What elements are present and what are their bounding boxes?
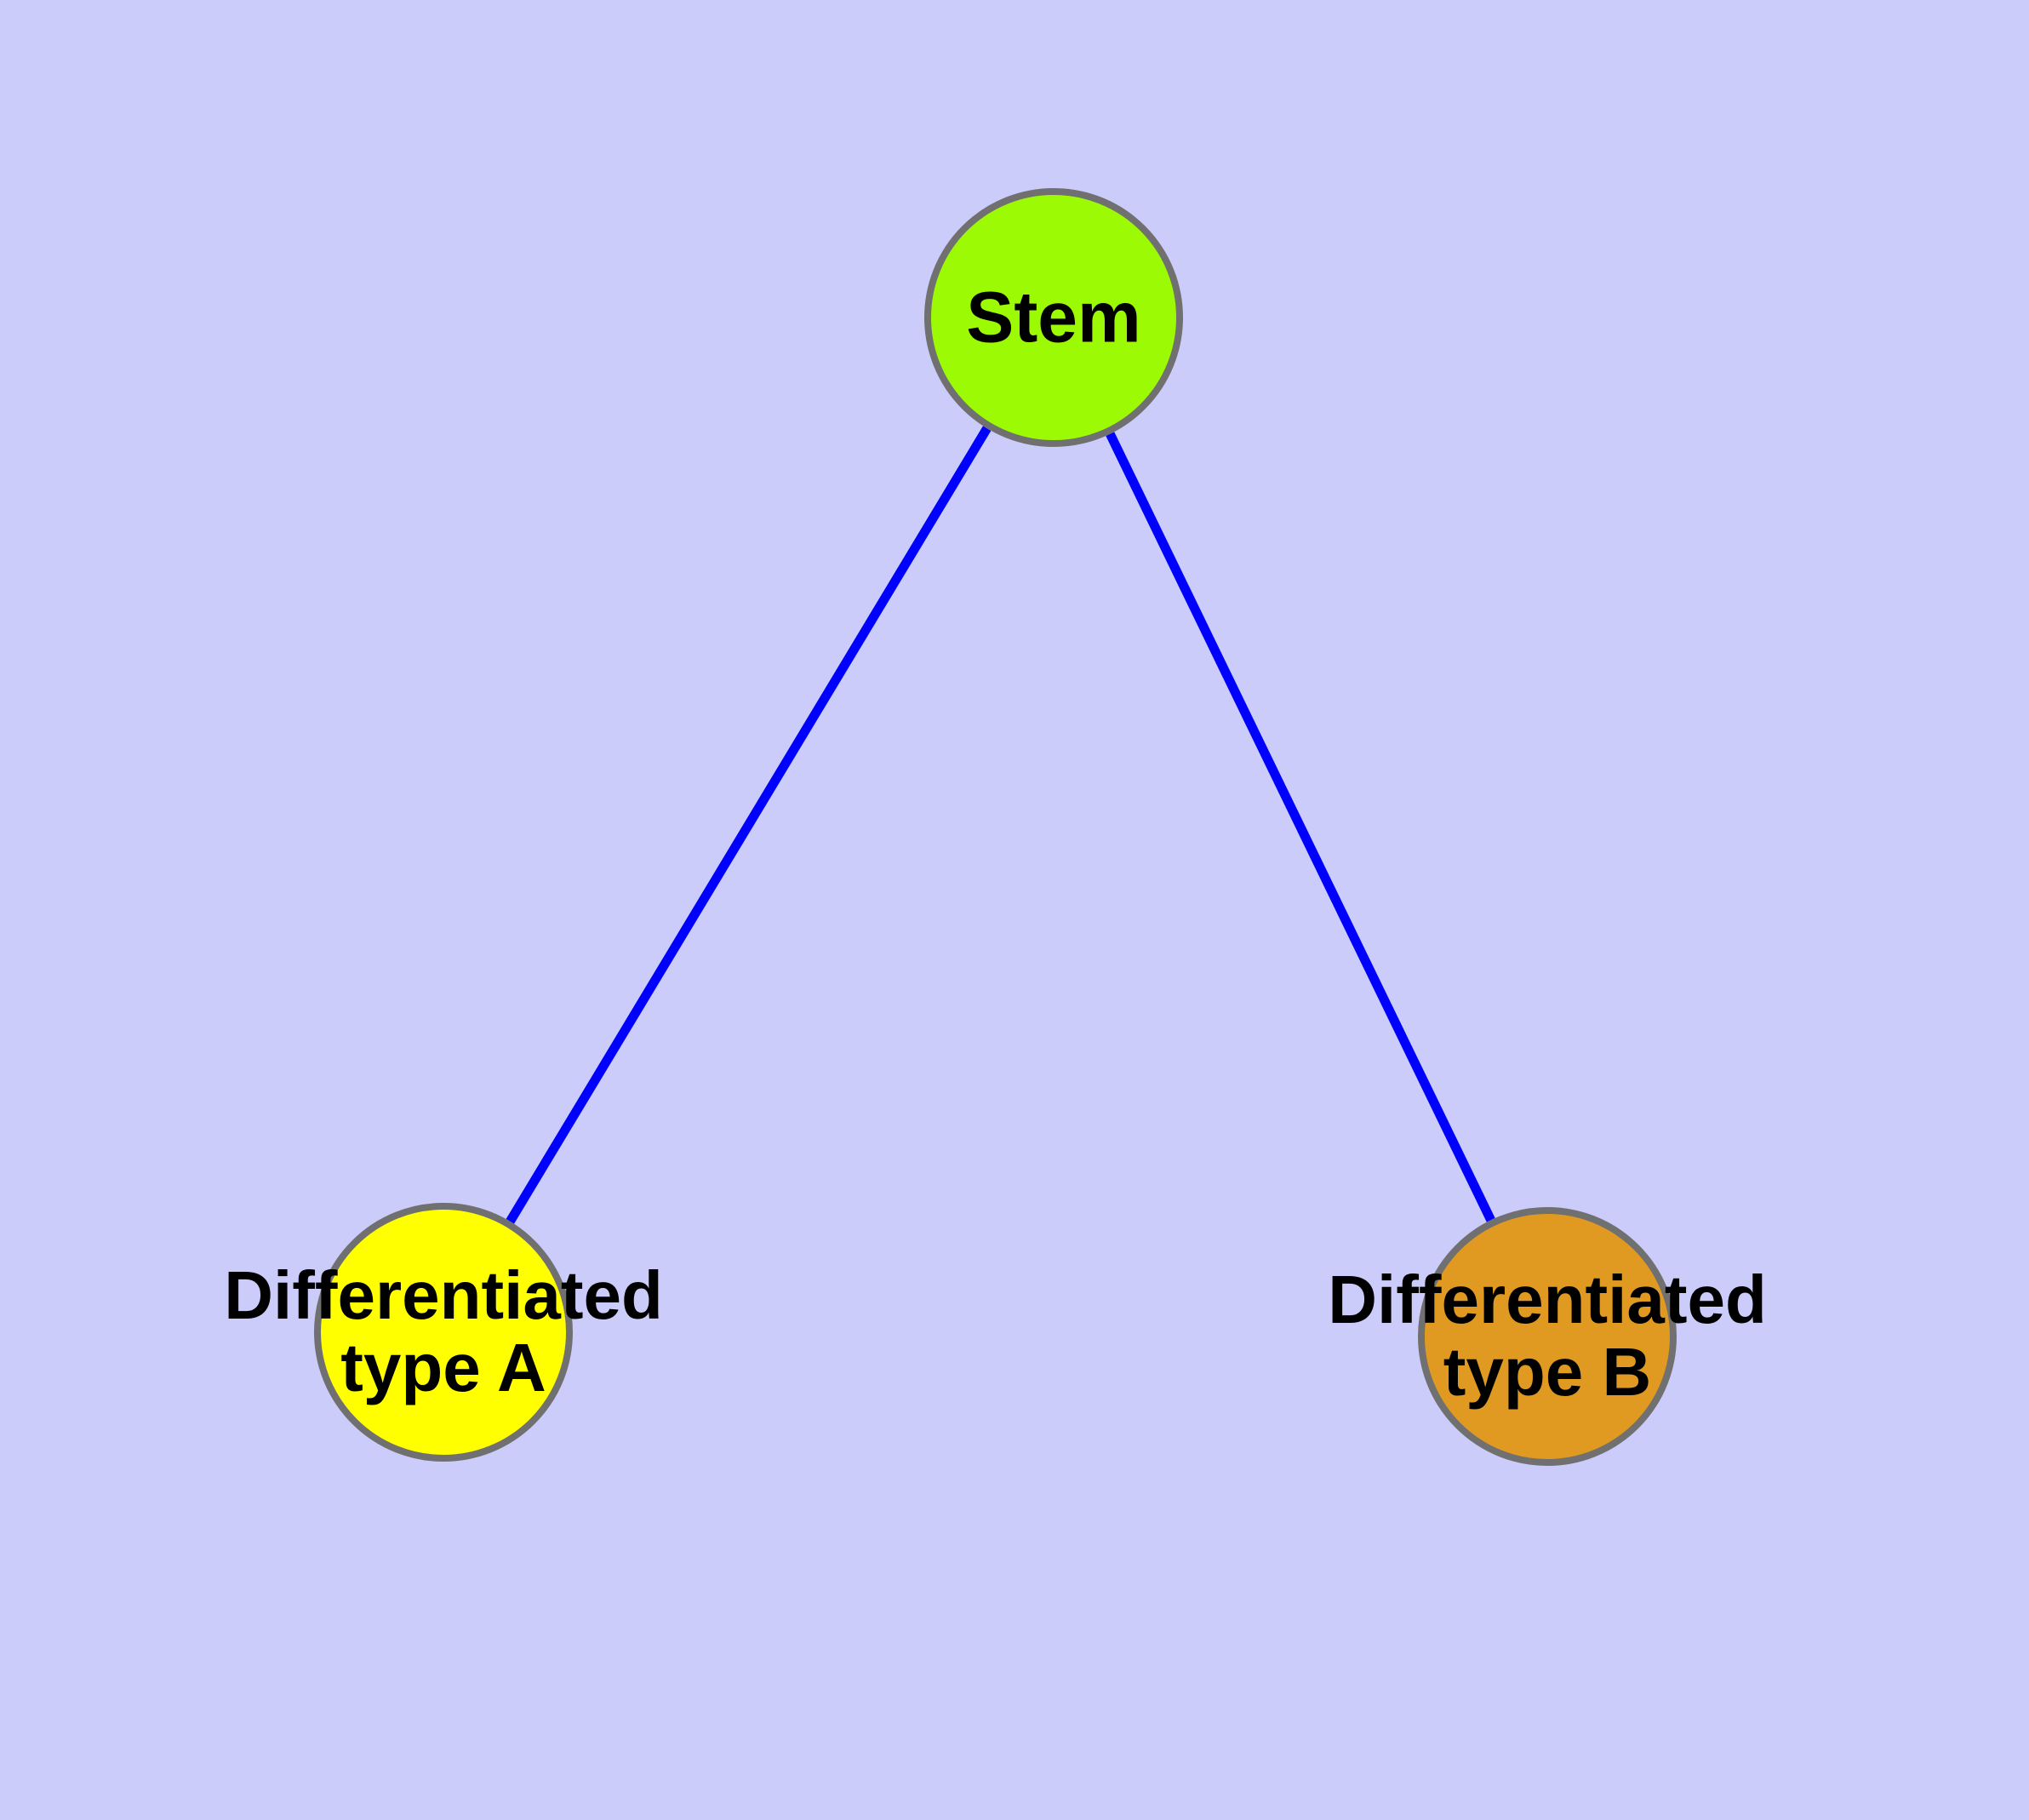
- edges-group: [506, 426, 1495, 1224]
- node-circle-diff_a[interactable]: [314, 1203, 573, 1462]
- node-circle-stem[interactable]: [924, 188, 1183, 447]
- edge-stem-to-diff-a[interactable]: [506, 426, 992, 1224]
- nodes-group: [314, 188, 1677, 1466]
- edge-stem-to-diff-b[interactable]: [1106, 432, 1495, 1222]
- node-circle-diff_b[interactable]: [1418, 1207, 1677, 1466]
